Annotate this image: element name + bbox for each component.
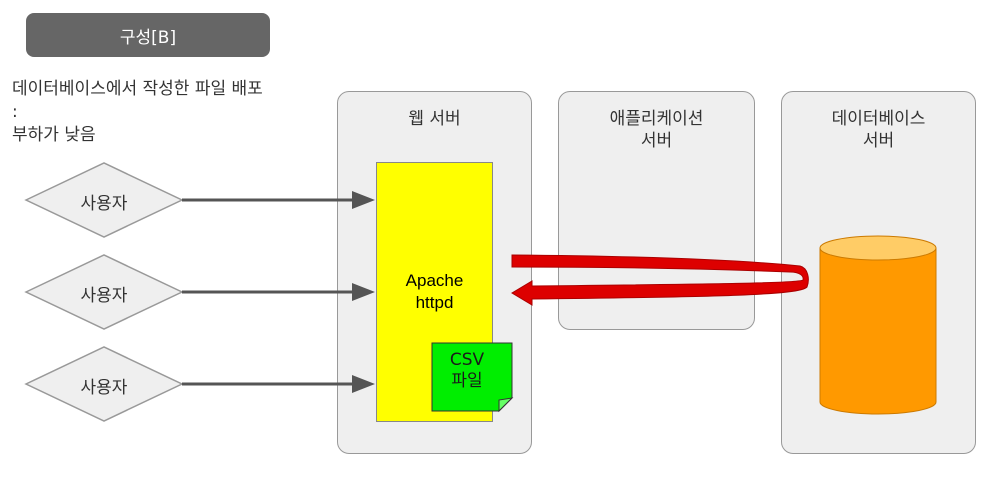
- user-1-label: 사용자: [80, 194, 128, 214]
- application-server-title-line-2: 서버: [640, 131, 673, 151]
- user-3-arrow: [182, 375, 375, 393]
- database-server-title: 데이터베이스 서버: [782, 108, 975, 152]
- description-line-3: 부하가 낮음: [12, 125, 96, 145]
- csv-label-line-1: CSV: [449, 350, 485, 370]
- user-3-label: 사용자: [80, 378, 128, 398]
- csv-file-label: CSV 파일: [432, 350, 502, 392]
- database-server-title-line-2: 서버: [862, 131, 895, 151]
- csv-file-icon: [431, 342, 514, 413]
- page-title-text: 구성[B]: [119, 27, 177, 48]
- database-server-title-line-1: 데이터베이스: [831, 109, 926, 129]
- application-server-title-line-1: 애플리케이션: [609, 109, 704, 129]
- apache-label-line-2: httpd: [415, 293, 454, 312]
- csv-label-line-2: 파일: [451, 371, 483, 391]
- red-loop-arrow: [511, 254, 809, 306]
- page-title: 구성[B]: [26, 13, 270, 57]
- description: 데이터베이스에서 작성한 파일 배포 : 부하가 낮음: [12, 78, 342, 147]
- user-2-arrow: [182, 283, 375, 301]
- apache-httpd-label: Apache httpd: [376, 270, 493, 314]
- user-2-label: 사용자: [80, 286, 128, 306]
- apache-label-line-1: Apache: [405, 271, 464, 290]
- user-1-arrow: [182, 191, 375, 209]
- database-cylinder: [819, 235, 937, 415]
- description-line-1: 데이터베이스에서 작성한 파일 배포: [12, 79, 263, 99]
- description-line-2: :: [12, 102, 18, 122]
- web-server-title: 웹 서버: [408, 109, 461, 129]
- application-server-title: 애플리케이션 서버: [559, 108, 754, 152]
